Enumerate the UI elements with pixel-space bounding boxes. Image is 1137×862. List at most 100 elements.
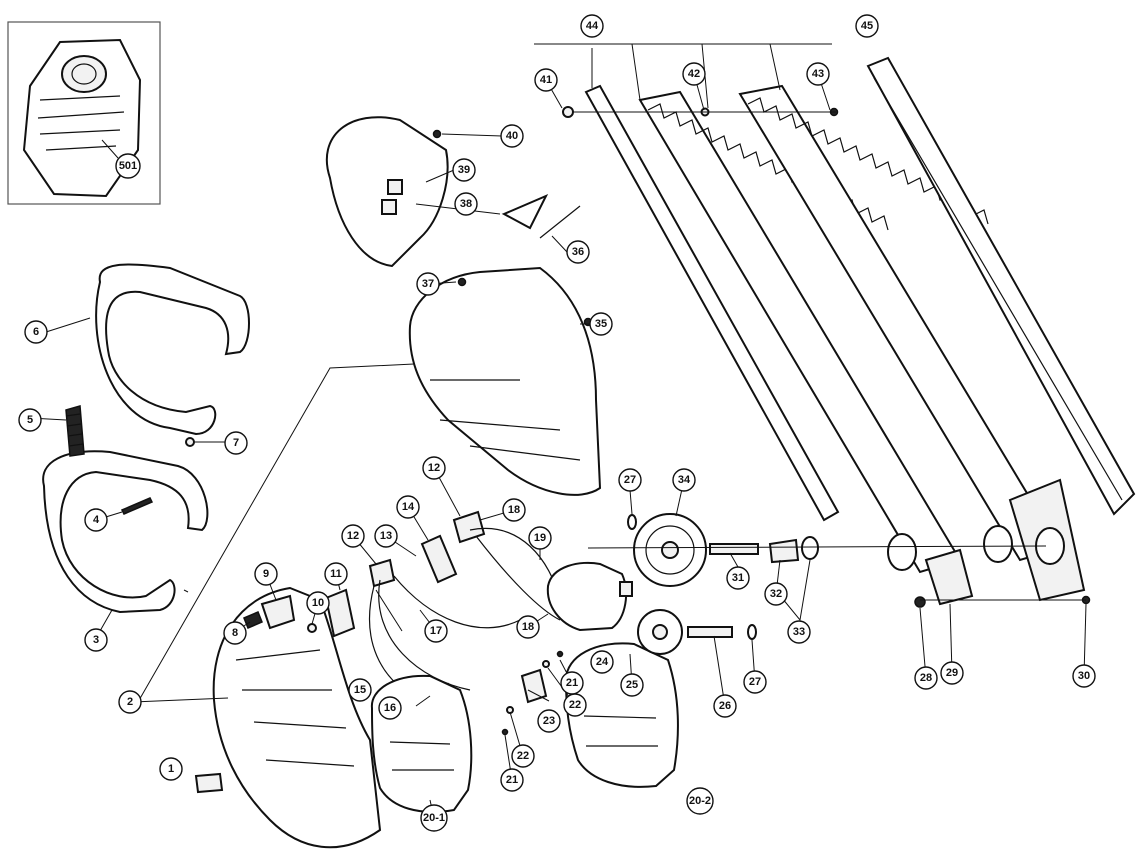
svg-text:26: 26	[719, 700, 731, 712]
callout-7: 7	[224, 431, 248, 455]
callout-28: 28	[914, 666, 938, 690]
part-housing-right	[408, 266, 602, 496]
callout-41: 41	[534, 68, 558, 92]
part-41-blade-bar	[584, 84, 840, 522]
part-blade-eye-a	[887, 533, 917, 571]
callout-44: 44	[580, 14, 604, 38]
svg-text:21: 21	[506, 774, 518, 786]
part-4-screw	[120, 497, 154, 515]
svg-text:32: 32	[770, 588, 782, 600]
svg-text:22: 22	[517, 750, 529, 762]
svg-text:39: 39	[458, 164, 470, 176]
part-6-front-handle	[95, 263, 250, 436]
callout-24: 24	[590, 650, 614, 674]
callout-33: 33	[787, 620, 811, 644]
svg-text:7: 7	[233, 437, 239, 449]
svg-text:21: 21	[566, 677, 578, 689]
svg-text:38: 38	[460, 198, 472, 210]
svg-text:12: 12	[428, 462, 440, 474]
svg-text:4: 4	[93, 514, 100, 526]
callout-27b: 27	[743, 670, 767, 694]
callout-31: 31	[726, 566, 750, 590]
svg-text:44: 44	[586, 20, 599, 32]
callout-17: 17	[424, 619, 448, 643]
svg-text:30: 30	[1078, 670, 1090, 682]
callout-14: 14	[396, 495, 420, 519]
svg-text:27: 27	[624, 474, 636, 486]
svg-text:10: 10	[312, 597, 324, 609]
callout-38: 38	[454, 192, 478, 216]
callout-20-2: 20-2	[686, 787, 714, 815]
svg-text:34: 34	[678, 474, 691, 486]
part-39-clip-b	[381, 199, 397, 215]
callout-12a: 12	[341, 524, 365, 548]
part-3-rear-handle	[42, 450, 209, 614]
svg-text:5: 5	[27, 414, 33, 426]
callout-21a: 21	[560, 671, 584, 695]
callout-35: 35	[589, 312, 613, 336]
part-10-pin	[307, 623, 317, 633]
part-45-blade-guard	[866, 56, 1136, 516]
svg-text:13: 13	[380, 530, 392, 542]
part-33-bearing	[801, 536, 819, 560]
part-5-spring	[65, 405, 85, 457]
svg-text:20-1: 20-1	[423, 812, 445, 824]
callout-13: 13	[374, 524, 398, 548]
part-40-screw	[432, 129, 442, 139]
part-20-2-battery	[564, 642, 679, 788]
callout-39: 39	[452, 158, 476, 182]
svg-text:1: 1	[168, 763, 174, 775]
callout-22b: 22	[511, 744, 535, 768]
callout-3: 3	[84, 628, 108, 652]
callout-1: 1	[159, 757, 183, 781]
part-7-nut	[185, 437, 195, 447]
part-501-battery-cover	[22, 38, 142, 198]
callout-12b: 12	[422, 456, 446, 480]
svg-text:23: 23	[543, 715, 555, 727]
callout-32: 32	[764, 582, 788, 606]
part-26-shaft	[687, 626, 733, 638]
part-27-washer-b	[747, 624, 757, 640]
svg-text:24: 24	[596, 656, 609, 668]
part-36-rod	[539, 205, 581, 239]
part-23-contact	[520, 668, 548, 704]
callout-26: 26	[713, 694, 737, 718]
svg-text:36: 36	[572, 246, 584, 258]
svg-text:19: 19	[534, 532, 546, 544]
part-24-motor	[546, 561, 628, 632]
svg-text:20-2: 20-2	[689, 795, 711, 807]
svg-text:14: 14	[402, 501, 415, 513]
part-12-terminal-a	[368, 558, 396, 588]
part-14-switch	[420, 534, 458, 584]
part-38-blade-tip	[501, 194, 549, 230]
callout-11: 11	[324, 562, 348, 586]
svg-text:501: 501	[119, 160, 137, 172]
svg-text:15: 15	[354, 684, 366, 696]
svg-text:25: 25	[626, 679, 638, 691]
part-2-housing-left	[212, 586, 382, 849]
svg-text:27: 27	[749, 676, 761, 688]
svg-text:31: 31	[732, 572, 744, 584]
callout-45: 45	[855, 14, 879, 38]
callout-4: 4	[84, 508, 108, 532]
callout-18a: 18	[502, 498, 526, 522]
callout-5: 5	[18, 408, 42, 432]
part-27-washer-a	[627, 514, 637, 530]
svg-text:35: 35	[595, 318, 607, 330]
part-37-screw	[457, 277, 467, 287]
callout-16: 16	[378, 696, 402, 720]
callout-42: 42	[682, 62, 706, 86]
callout-2: 2	[118, 690, 142, 714]
svg-text:17: 17	[430, 625, 442, 637]
callout-10: 10	[306, 591, 330, 615]
svg-text:11: 11	[330, 568, 342, 580]
callout-18b: 18	[516, 615, 540, 639]
part-21-screw-b	[501, 728, 509, 736]
callout-15: 15	[348, 678, 372, 702]
callout-19: 19	[528, 526, 552, 550]
callout-9: 9	[254, 562, 278, 586]
inset-box	[7, 21, 161, 205]
callout-29: 29	[940, 661, 964, 685]
part-21-screw-a	[556, 650, 564, 658]
svg-text:45: 45	[861, 20, 873, 32]
